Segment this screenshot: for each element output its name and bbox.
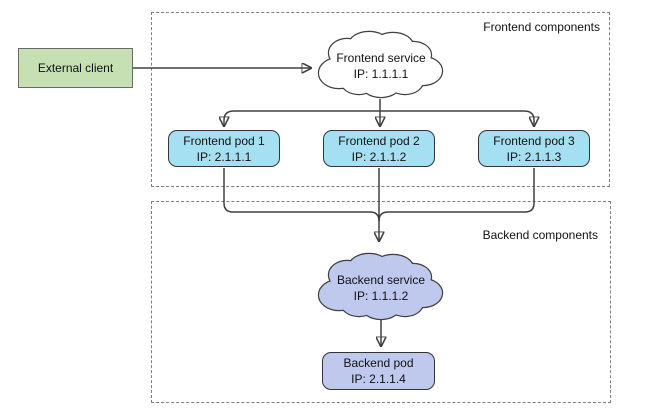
frontend-service-label: Frontend service IP: 1.1.1.1 [336, 50, 425, 82]
backend-pod-name: Backend pod [343, 356, 414, 370]
frontend-pod-1-box: Frontend pod 1 IP: 2.1.1.1 [168, 130, 280, 167]
frontend-pod-1-ip: IP: 2.1.1.1 [196, 149, 252, 164]
frontend-pod-2-box: Frontend pod 2 IP: 2.1.1.2 [323, 130, 435, 167]
backend-group-label: Backend components [482, 228, 598, 242]
backend-pod-box: Backend pod IP: 2.1.1.4 [322, 352, 435, 390]
backend-service-ip: IP: 1.1.1.2 [353, 289, 409, 303]
frontend-components-group-box [151, 12, 610, 187]
frontend-pod-1-name: Frontend pod 1 [183, 133, 265, 148]
backend-service-label: Backend service IP: 1.1.1.2 [337, 272, 425, 304]
arrow-service-to-pod-3 [380, 110, 534, 126]
frontend-service-cloud [317, 30, 444, 99]
backend-components-group-box [151, 201, 611, 403]
frontend-service-ip: IP: 1.1.1.1 [353, 67, 409, 81]
frontend-pod-3-ip: IP: 2.1.1.3 [506, 149, 562, 164]
frontend-pod-2-ip: IP: 2.1.1.2 [351, 149, 407, 164]
frontend-service-name: Frontend service [336, 51, 426, 65]
external-client-box: External client [18, 48, 133, 88]
backend-pod-ip: IP: 2.1.1.4 [351, 372, 406, 386]
frontend-pod-2-name: Frontend pod 2 [338, 133, 420, 148]
arrow-service-to-pod-1 [224, 110, 380, 126]
backend-service-cloud [317, 252, 444, 321]
external-client-label: External client [37, 61, 114, 75]
frontend-pod-3-box: Frontend pod 3 IP: 2.1.1.3 [478, 130, 590, 167]
frontend-pod-3-name: Frontend pod 3 [493, 133, 575, 148]
frontend-group-label: Frontend components [483, 20, 600, 34]
line-pod-1-to-merge [223, 168, 380, 222]
line-pod-3-to-merge [378, 168, 535, 222]
backend-service-name: Backend service [336, 273, 426, 287]
